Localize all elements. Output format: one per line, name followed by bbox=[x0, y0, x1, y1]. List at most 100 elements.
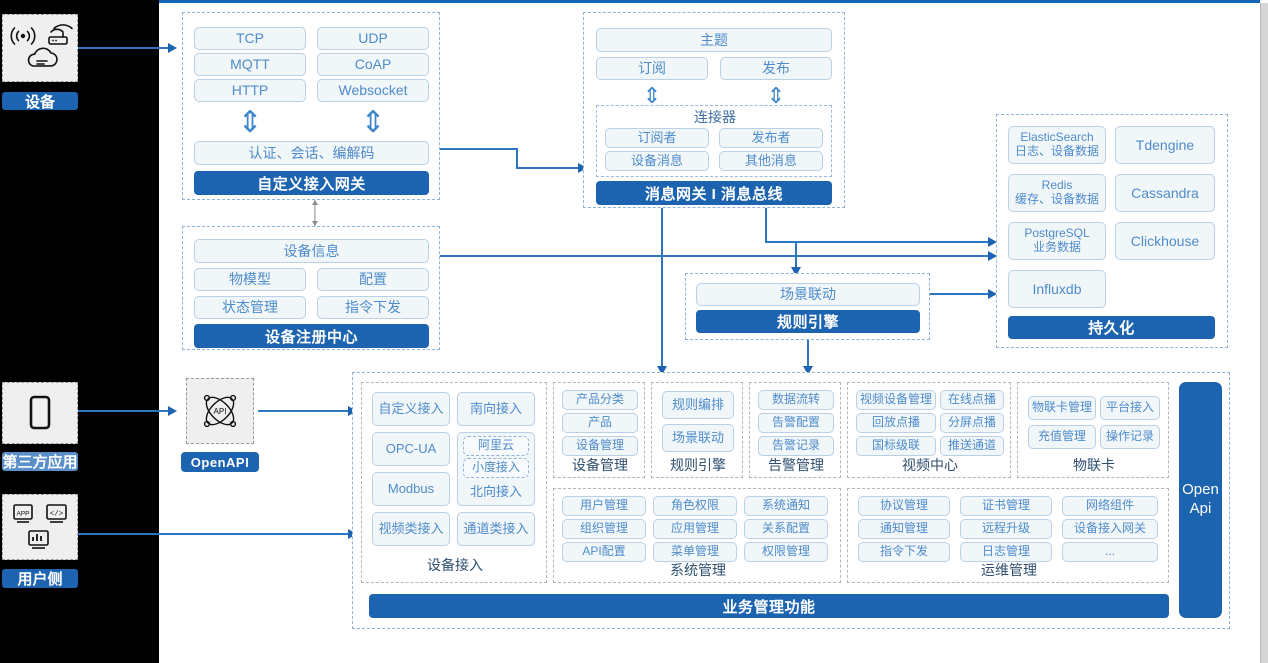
chip-iot-card-management[interactable]: 物联卡管理 bbox=[1028, 396, 1096, 420]
chip-video-access[interactable]: 视频类接入 bbox=[372, 512, 450, 546]
bidirectional-arrow-left-glyph: ⇕ bbox=[237, 106, 263, 139]
chip-alarm-config[interactable]: 告警配置 bbox=[758, 413, 834, 433]
label-video-center-text: 视频中心 bbox=[902, 457, 958, 473]
chip-influxdb-name: Influxdb bbox=[1032, 280, 1082, 297]
chip-scene-linkage[interactable]: 场景联动 bbox=[696, 283, 920, 306]
chip-subscribe[interactable]: 订阅 bbox=[596, 57, 708, 80]
chip-device-message[interactable]: 设备消息 bbox=[605, 151, 709, 171]
chip-network-component[interactable]: 网络组件 bbox=[1062, 496, 1158, 516]
chip-alarm-record[interactable]: 告警记录 bbox=[758, 436, 834, 456]
chip-elasticsearch[interactable]: ElasticSearch 日志、设备数据 bbox=[1008, 126, 1106, 164]
chip-menu-management[interactable]: 菜单管理 bbox=[653, 542, 737, 562]
chip-modbus[interactable]: Modbus bbox=[372, 472, 450, 506]
business-footer-bar[interactable]: 业务管理功能 bbox=[369, 594, 1169, 618]
connector-bus-to-rules-seg2 bbox=[795, 241, 797, 270]
chip-command-dispatch[interactable]: 指令下发 bbox=[317, 296, 429, 319]
business-col-device-management: 产品分类 产品 设备管理 设备管理 bbox=[553, 382, 645, 478]
chip-opc-ua[interactable]: OPC-UA bbox=[372, 432, 450, 466]
rail-tag-device: 设备 bbox=[2, 92, 78, 111]
chip-protocol-tcp[interactable]: TCP bbox=[194, 27, 306, 50]
chip-protocol-udp[interactable]: UDP bbox=[317, 27, 429, 50]
chip-permission-management[interactable]: 权限管理 bbox=[744, 542, 828, 562]
chip-api-config[interactable]: API配置 bbox=[562, 542, 646, 562]
chip-redis[interactable]: Redis 缓存、设备数据 bbox=[1008, 174, 1106, 212]
chip-postgresql[interactable]: PostgreSQL 业务数据 bbox=[1008, 222, 1106, 260]
chip-cassandra[interactable]: Cassandra bbox=[1115, 174, 1215, 212]
chip-operation-record[interactable]: 操作记录 bbox=[1100, 425, 1160, 449]
chip-relation-config[interactable]: 关系配置 bbox=[744, 519, 828, 539]
chip-config[interactable]: 配置 bbox=[317, 268, 429, 291]
chip-rule-orchestration[interactable]: 规则编排 bbox=[662, 391, 734, 419]
chip-push-channel[interactable]: 推送通道 bbox=[940, 436, 1004, 456]
connector-gateway-to-bus-seg1 bbox=[440, 148, 518, 150]
gateway-footer-bar[interactable]: 自定义接入网关 bbox=[194, 171, 429, 195]
chip-notice-management[interactable]: 通知管理 bbox=[858, 519, 950, 539]
persistence-group: ElasticSearch 日志、设备数据 Tdengine Redis 缓存、… bbox=[996, 114, 1228, 348]
connector-registry-to-persistence bbox=[440, 255, 992, 257]
chip-tdengine[interactable]: Tdengine bbox=[1115, 126, 1215, 164]
chip-product[interactable]: 产品 bbox=[562, 413, 638, 433]
chip-topic[interactable]: 主题 bbox=[596, 28, 832, 52]
chip-device-management-label: 设备管理 bbox=[575, 438, 624, 453]
chip-playback[interactable]: 回放点播 bbox=[856, 413, 936, 433]
chip-certificate-management[interactable]: 证书管理 bbox=[960, 496, 1052, 516]
chip-channel-access[interactable]: 通道类接入 bbox=[457, 512, 535, 546]
chip-command-dispatch-ops[interactable]: 指令下发 bbox=[858, 542, 950, 562]
chip-app-management[interactable]: 应用管理 bbox=[653, 519, 737, 539]
chip-aliyun[interactable]: 阿里云 bbox=[463, 436, 529, 456]
chip-log-management-label: 日志管理 bbox=[981, 544, 1030, 559]
chip-split-screen-play[interactable]: 分屏点播 bbox=[940, 413, 1004, 433]
chip-more-ellipsis[interactable]: ... bbox=[1062, 542, 1158, 562]
chip-scene-linkage-biz[interactable]: 场景联动 bbox=[662, 424, 734, 452]
chip-system-notice[interactable]: 系统通知 bbox=[744, 496, 828, 516]
chip-influxdb[interactable]: Influxdb bbox=[1008, 270, 1106, 308]
chip-clickhouse[interactable]: Clickhouse bbox=[1115, 222, 1215, 260]
chip-product-category[interactable]: 产品分类 bbox=[562, 390, 638, 410]
svg-text:APP: APP bbox=[16, 511, 29, 518]
chip-role-permission[interactable]: 角色权限 bbox=[653, 496, 737, 516]
chip-data-flow[interactable]: 数据流转 bbox=[758, 390, 834, 410]
registry-group: 设备信息 物模型 配置 状态管理 指令下发 设备注册中心 bbox=[182, 226, 440, 350]
chip-playback-label: 回放点播 bbox=[871, 415, 920, 430]
chip-publisher[interactable]: 发布者 bbox=[719, 128, 823, 148]
chip-device-info[interactable]: 设备信息 bbox=[194, 239, 429, 263]
chip-thing-model[interactable]: 物模型 bbox=[194, 268, 306, 291]
chip-gb-cascade[interactable]: 国标级联 bbox=[856, 436, 936, 456]
chip-protocol-management[interactable]: 协议管理 bbox=[858, 496, 950, 516]
chip-protocol-websocket[interactable]: Websocket bbox=[317, 79, 429, 102]
message-gateway-footer-bar[interactable]: 消息网关 I 消息总线 bbox=[596, 181, 832, 205]
bidirectional-arrow-left: ⇕ bbox=[237, 106, 263, 140]
business-group: 自定义接入 南向接入 OPC-UA Modbus 北向接入 阿里云 小度接入 视… bbox=[352, 372, 1230, 629]
business-col-device-access: 自定义接入 南向接入 OPC-UA Modbus 北向接入 阿里云 小度接入 视… bbox=[361, 382, 547, 583]
openapi-node-label[interactable]: OpenAPI bbox=[181, 452, 259, 472]
persistence-footer-bar[interactable]: 持久化 bbox=[1008, 316, 1215, 339]
chip-xiaodu-access[interactable]: 小度接入 bbox=[463, 458, 529, 478]
chip-video-device-management[interactable]: 视频设备管理 bbox=[856, 390, 936, 410]
chip-state-management-label: 状态管理 bbox=[222, 299, 278, 316]
chip-device-management[interactable]: 设备管理 bbox=[562, 436, 638, 456]
rule-engine-footer-bar[interactable]: 规则引擎 bbox=[696, 310, 920, 333]
chip-auth-session-codec[interactable]: 认证、会话、编解码 bbox=[194, 141, 429, 165]
right-scrollbar-edge[interactable] bbox=[1260, 3, 1268, 663]
chip-product-label: 产品 bbox=[587, 415, 612, 430]
chip-protocol-mqtt[interactable]: MQTT bbox=[194, 53, 306, 76]
label-device-management-text: 设备管理 bbox=[572, 457, 628, 473]
chip-protocol-http[interactable]: HTTP bbox=[194, 79, 306, 102]
chip-state-management[interactable]: 状态管理 bbox=[194, 296, 306, 319]
chip-publish[interactable]: 发布 bbox=[720, 57, 832, 80]
chip-remote-upgrade[interactable]: 远程升级 bbox=[960, 519, 1052, 539]
chip-online-play[interactable]: 在线点播 bbox=[940, 390, 1004, 410]
chip-log-management[interactable]: 日志管理 bbox=[960, 542, 1052, 562]
chip-other-message[interactable]: 其他消息 bbox=[719, 151, 823, 171]
chip-platform-access[interactable]: 平台接入 bbox=[1100, 396, 1160, 420]
chip-protocol-coap[interactable]: CoAP bbox=[317, 53, 429, 76]
chip-custom-access[interactable]: 自定义接入 bbox=[372, 392, 450, 426]
openapi-side-bar[interactable]: Open Api bbox=[1179, 382, 1222, 618]
chip-user-management[interactable]: 用户管理 bbox=[562, 496, 646, 516]
chip-subscriber[interactable]: 订阅者 bbox=[605, 128, 709, 148]
chip-org-management[interactable]: 组织管理 bbox=[562, 519, 646, 539]
chip-southbound-access[interactable]: 南向接入 bbox=[457, 392, 535, 426]
registry-footer-bar[interactable]: 设备注册中心 bbox=[194, 324, 429, 348]
chip-recharge-management[interactable]: 充值管理 bbox=[1028, 425, 1096, 449]
chip-device-access-gateway[interactable]: 设备接入网关 bbox=[1062, 519, 1158, 539]
